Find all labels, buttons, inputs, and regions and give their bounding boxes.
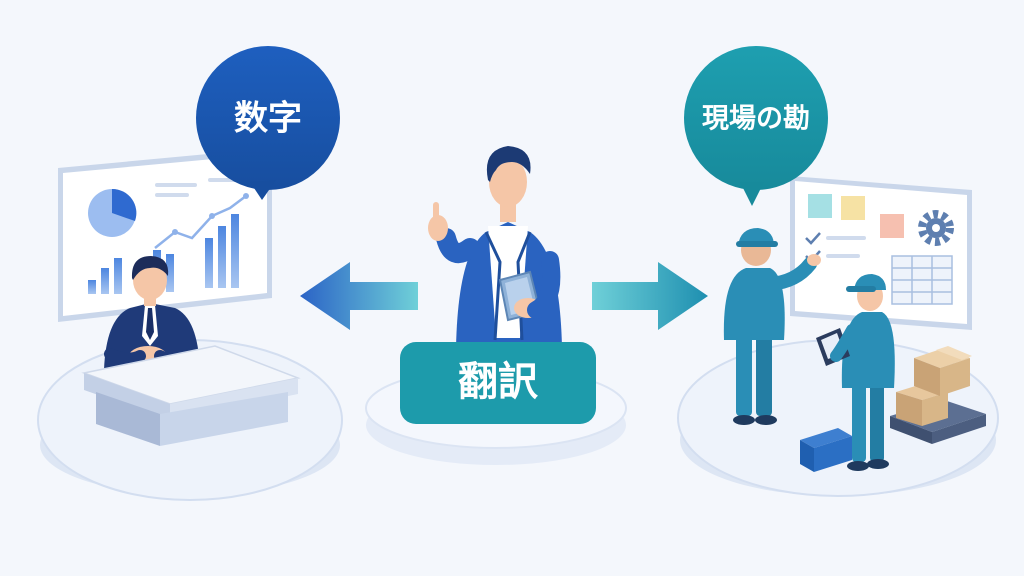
worker-clipboard: [816, 274, 895, 471]
sticky-note-icon: [808, 194, 904, 238]
worker-pointing: [723, 228, 821, 425]
analytics-monitor: [58, 148, 272, 322]
pie-chart-icon: [88, 188, 137, 237]
translation-label: 翻訳: [400, 342, 596, 424]
field-intuition-bubble-text: 現場の勘: [702, 104, 810, 135]
translator-figure: [428, 146, 562, 348]
numbers-bubble-text: 数字: [234, 99, 302, 139]
numbers-bubble: 数字: [196, 46, 340, 200]
table-grid: [891, 255, 953, 305]
arrow-left-icon: [300, 262, 418, 330]
whiteboard: [790, 176, 972, 330]
cardboard-box-icon: [896, 346, 972, 426]
blue-crate: [800, 428, 852, 472]
desk: [81, 345, 301, 446]
arrow-right-icon: [592, 262, 708, 330]
line-trend-icon: [154, 193, 249, 249]
translation-label-text: 翻訳: [458, 359, 539, 405]
gear-icon: [918, 210, 954, 246]
field-intuition-bubble: 現場の勘: [684, 46, 828, 206]
